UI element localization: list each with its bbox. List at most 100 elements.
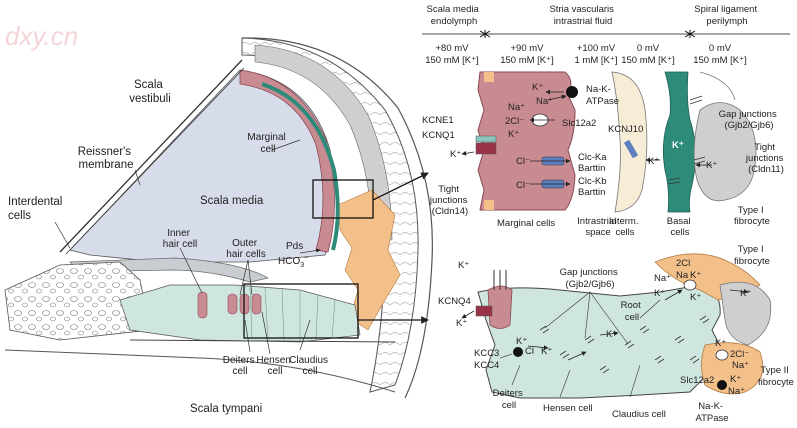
marginal-cells-shape <box>477 71 576 211</box>
stria-k-plus-2: K⁺ <box>508 129 519 140</box>
hair-k-plus-4: K⁺ <box>654 288 665 299</box>
hair-k-plus-8: K⁺ <box>730 374 741 385</box>
slc12a2-hair-transporter <box>715 349 729 361</box>
stria-na-plus-2: Na⁺ <box>508 102 525 113</box>
kcnq4-label: KCNQ4 <box>438 296 471 307</box>
stria-k-plus-basal: K⁺ <box>672 140 684 151</box>
scala-tympani-label: Scala tympani <box>190 403 262 415</box>
hair-na-plus-3: Na⁺ <box>728 386 745 397</box>
kcne1-label: KCNE1 <box>422 115 454 126</box>
kcnj10-label: KCNJ10 <box>608 124 643 135</box>
stria-header: Scala media endolymph Stria vascularis i… <box>422 4 790 38</box>
hair-2cl-label: 2Cl⁻ <box>730 349 749 360</box>
gap-junction-hatches <box>539 315 710 374</box>
type2-fibrocyte-label: Type II fibrocyte <box>758 365 794 388</box>
scala-media-label: Scala media <box>200 195 264 207</box>
kcnj10-channel <box>623 139 639 159</box>
scala-vestibuli-label: Scala vestibuli <box>129 79 171 105</box>
hair-k-plus-7: K⁺ <box>715 338 726 349</box>
stria-slc12a2-label: Slc12a2 <box>562 118 596 129</box>
stria-k-plus-fibro: K⁺ <box>706 160 717 171</box>
hco3-label: HCO3− <box>278 255 308 269</box>
hensen-cell-hair-label: Hensen cell <box>543 403 593 414</box>
grey-fibrocyte-shape <box>719 281 772 346</box>
stria-vascularis <box>239 69 335 253</box>
hair-k-plus-3: K⁺ <box>606 329 617 340</box>
outer-hair-cells-label: Outer hair cells <box>226 238 265 260</box>
type1-fibrocyte-shape <box>693 102 757 202</box>
outer-hair-cell-shape <box>227 293 238 315</box>
na-k-atpase-pump <box>566 86 578 98</box>
svg-text:Spiral ligament perilymp: Spiral ligament perilymph <box>694 4 759 27</box>
hair-na-plus-1: Na⁺ <box>654 273 671 284</box>
zoom-box-organ <box>243 283 359 339</box>
clc-ka-label: Clc-Ka Barttin <box>578 152 609 174</box>
hair-k-plus-5: K⁺ <box>690 292 701 303</box>
tight-junctions-cldn14-label: Tight junctions (Cldn14) <box>429 184 470 217</box>
na-k-atpase-hair-pump <box>717 380 727 390</box>
hair-na-plus-2: Na⁺ <box>732 360 749 371</box>
svg-text:Scala media endolymph: Scala media endolymph <box>427 4 482 27</box>
intrastrial-space-label: Intrastrial space <box>577 216 619 238</box>
inner-hair-cell-shape <box>197 291 208 319</box>
gap-junctions-hair-label: Gap junctions (Gjb2/Gjb6) <box>560 267 621 290</box>
basal-cells-shape <box>662 71 696 213</box>
hair-panel <box>461 253 772 399</box>
fibrocytes-orange <box>337 189 401 331</box>
svg-text:Stria vascularis intrast: Stria vascularis intrastrial fluid <box>549 4 616 27</box>
hair-k-plus-2: K⁺ <box>541 346 552 357</box>
cochlea-section <box>4 37 433 399</box>
claudius-cell-hair-label: Claudius cell <box>612 409 666 420</box>
stria-k-plus-interm: K⁺ <box>648 156 659 167</box>
stria-k-plus-1: K⁺ <box>532 82 543 93</box>
marginal-cell-label: Marginal cell <box>247 132 288 155</box>
kcc4-label: KCC4 <box>474 360 499 371</box>
inner-hair-cell-label: Inner hair cell <box>163 228 197 250</box>
tight-junctions-cldn11-label: Tight junctions (Cldn11) <box>745 142 786 175</box>
hair-k-plus-kcnq4: K⁺ <box>456 318 467 329</box>
stria-2cl-label: 2Cl⁻ <box>505 116 524 127</box>
hair-k-plus-6: K⁺ <box>740 288 751 299</box>
hair-k-plus-fib: K⁺ <box>690 270 701 281</box>
hair-na-short: Na <box>676 270 689 281</box>
interdental-cells-label: Interdental cells <box>8 196 66 222</box>
pds-label: Pds <box>286 241 303 252</box>
hair-k-plus-top: K⁺ <box>458 260 469 271</box>
type1-fibrocyte-stria-label: Type I fibrocyte <box>734 205 770 227</box>
deiters-cell-label: Deiters cell <box>223 355 257 377</box>
stria-na-plus-1: Na⁺ <box>536 96 553 107</box>
reissners-membrane-line <box>59 59 243 253</box>
svg-text:+100 mV1 mM [K⁺]: +100 mV1 mM [K⁺] <box>574 43 617 66</box>
kcnq1-channel <box>475 142 497 155</box>
stria-k-plus-out: K⁺ <box>450 149 461 160</box>
gap-junctions-stria-label: Gap junctions (Gjb2/Gjb6) <box>719 109 780 131</box>
kcc3-label: KCC3 <box>474 348 499 359</box>
slc12a2-hair-label: Slc12a2 <box>680 375 714 386</box>
na-k-atpase-hair-label: Na-K- ATPase <box>695 401 728 424</box>
zoom-box-stria <box>312 179 374 219</box>
root-cell-label: Root cell <box>621 300 644 323</box>
deiters-cell-hair-label: Deiters cell <box>493 388 526 411</box>
kcnq4-channel <box>475 305 493 317</box>
watermark: dxy.cn <box>5 21 78 51</box>
type1-fibrocyte-hair-label: Type I fibrocyte <box>734 244 770 267</box>
hair-2cl-short: 2Cl <box>676 258 690 269</box>
kcc-transporter <box>513 347 523 357</box>
hair-k-plus-deiters: K⁺ <box>516 336 527 347</box>
stria-na-k-atpase-label: Na-K- ATPase <box>586 84 619 107</box>
clc-kb-label: Clc-Kb Barttin <box>578 176 609 198</box>
reissners-membrane-label: Reissner's membrane <box>78 146 135 171</box>
kcnq1-label: KCNQ1 <box>422 130 455 141</box>
basal-cells-label: Basal cells <box>667 216 693 238</box>
marginal-cells-label: Marginal cells <box>497 218 555 229</box>
stria-cl-2: Cl⁻ <box>516 180 530 191</box>
stria-panel <box>461 71 757 213</box>
outer-hair-cell-zoom <box>487 285 513 329</box>
interm-cells-label: Interm. cells <box>609 216 641 238</box>
